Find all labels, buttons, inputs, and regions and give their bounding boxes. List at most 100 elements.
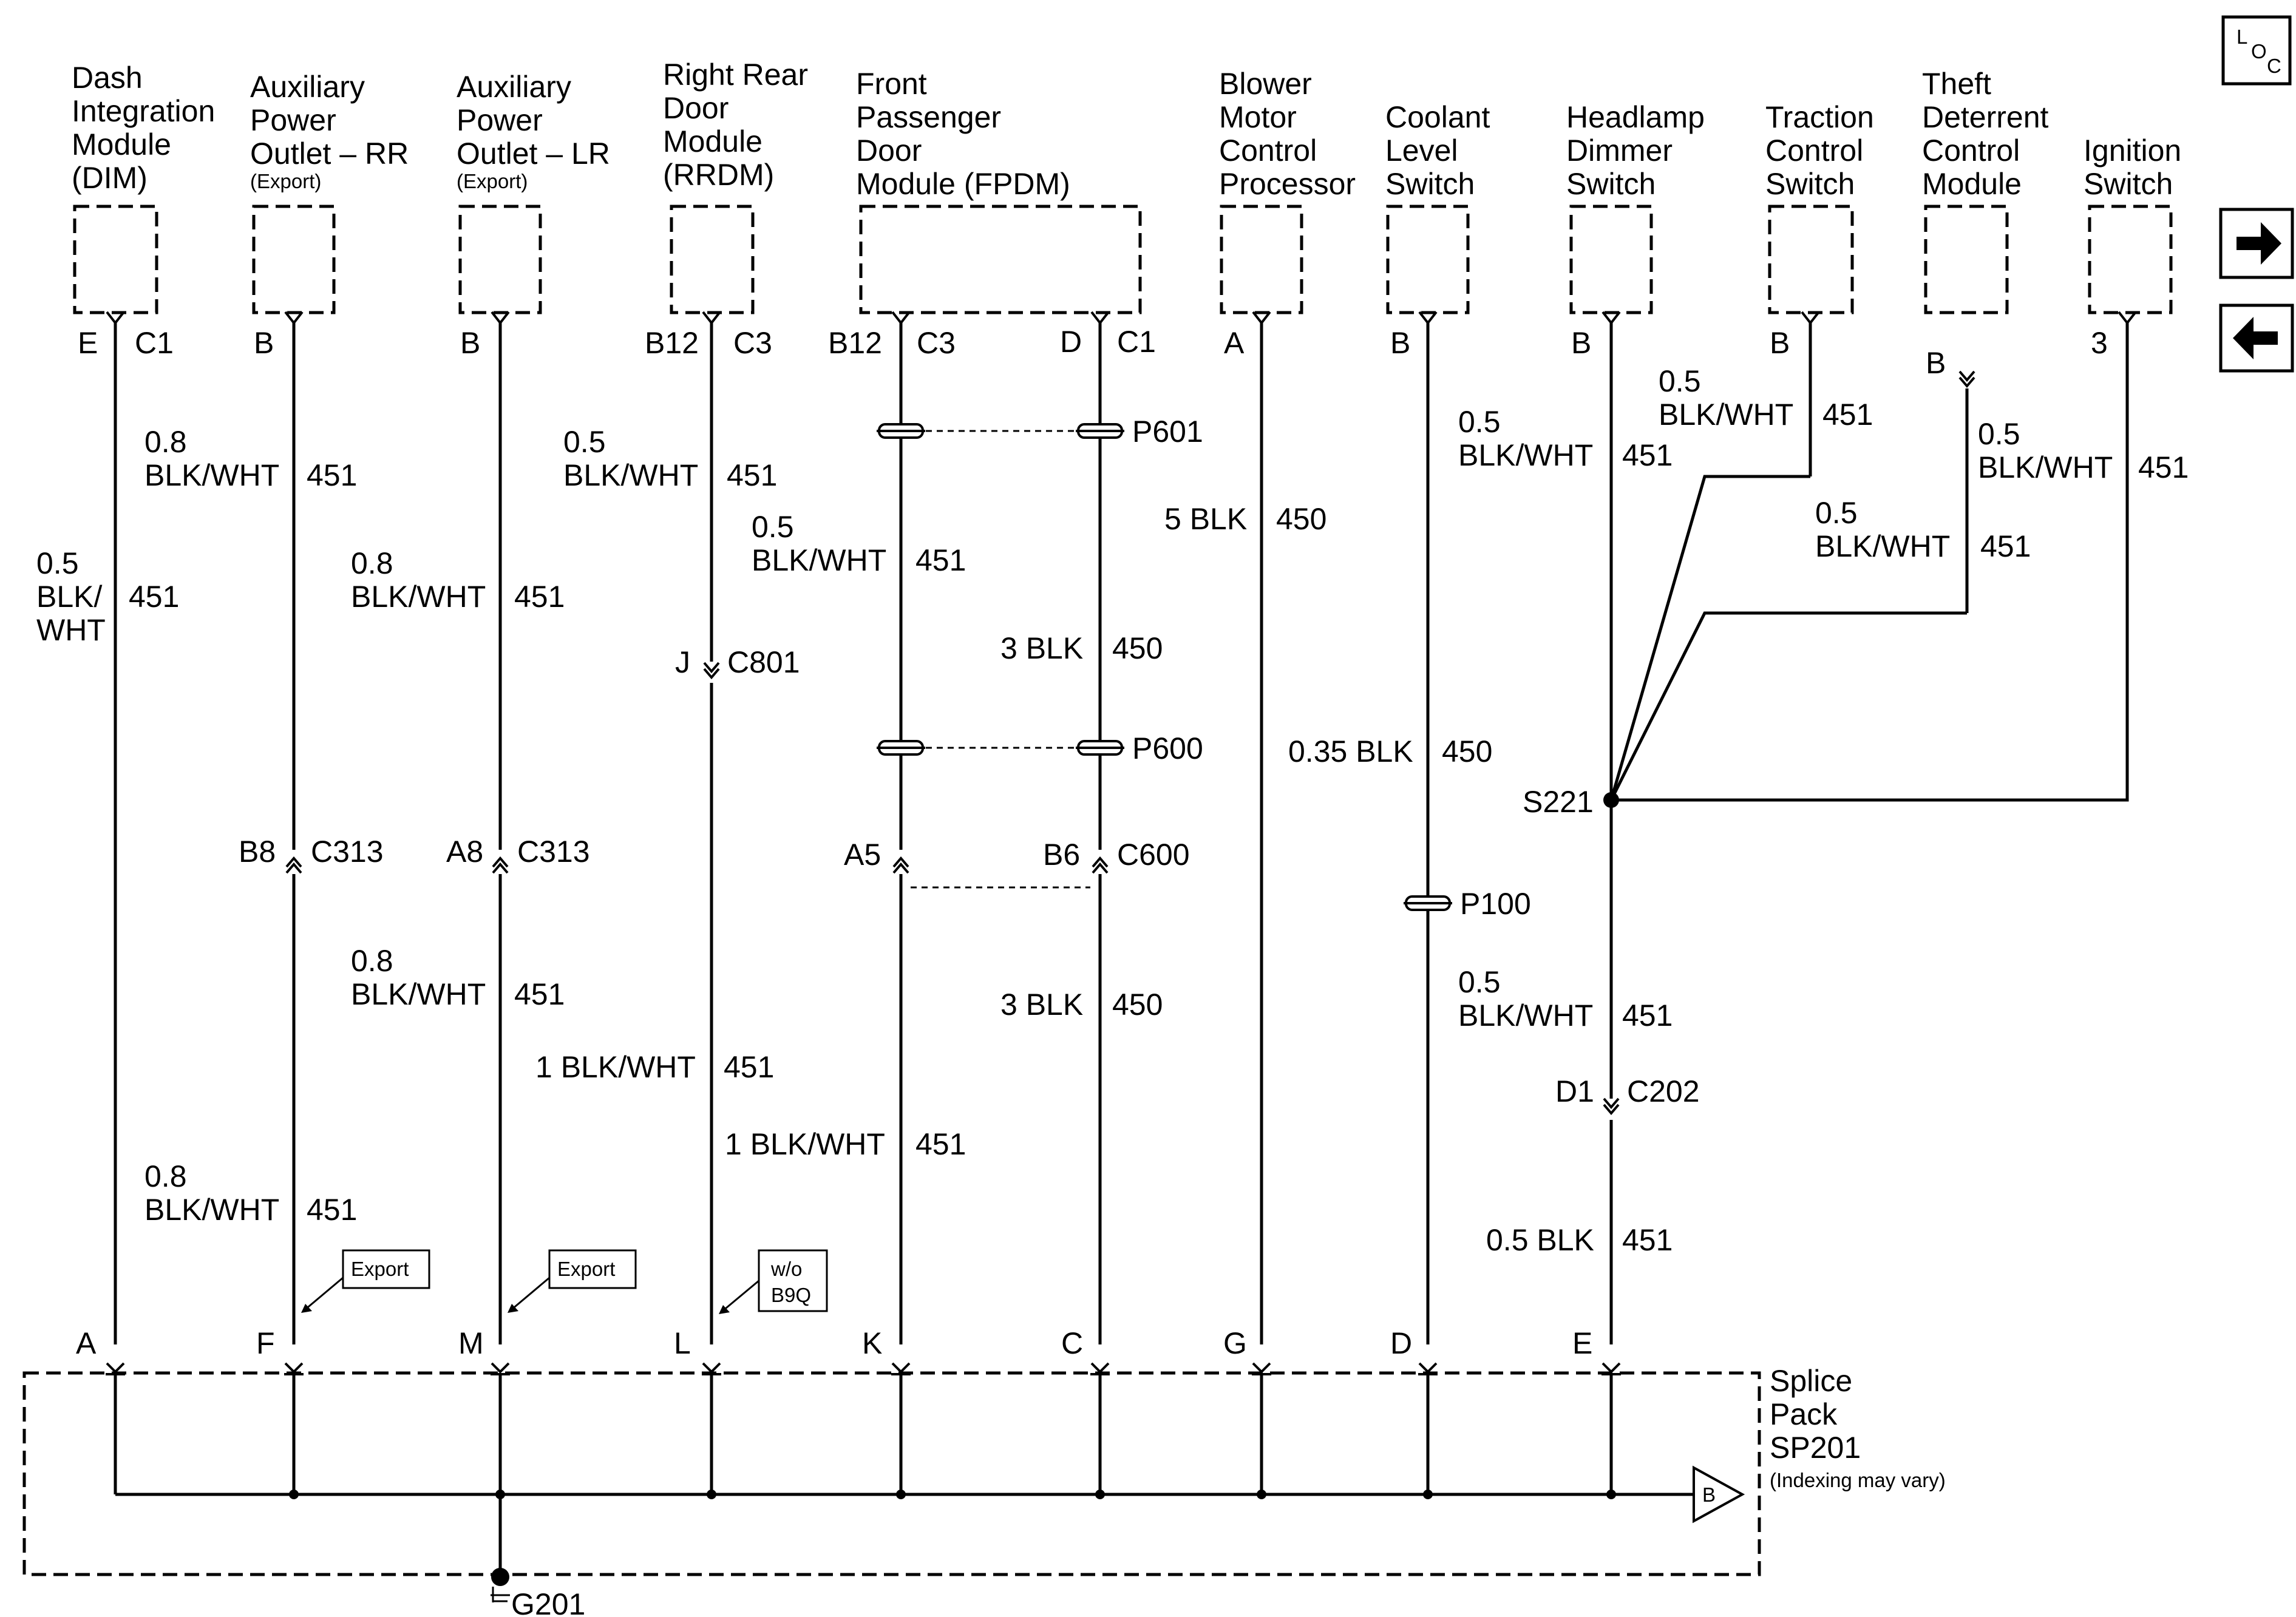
svg-text:0.5: 0.5: [563, 425, 606, 459]
component-label-theft: Theft Deterrent Control Module: [1922, 67, 2049, 201]
wire-labels: 0.5 BLK/ WHT 451 0.8 BLK/WHT 451 0.8 BLK…: [36, 364, 2189, 1257]
svg-text:B: B: [1571, 326, 1591, 360]
connector-labels: P601 P600 P100 J C801 B8 C313 A8 C313 A5…: [239, 415, 1700, 1108]
svg-text:Theft: Theft: [1922, 67, 1991, 101]
svg-text:451: 451: [1822, 398, 1873, 432]
svg-text:451: 451: [1622, 438, 1673, 472]
svg-text:C202: C202: [1627, 1074, 1700, 1108]
svg-text:B: B: [460, 326, 480, 360]
svg-text:3 BLK: 3 BLK: [1000, 988, 1083, 1022]
svg-text:C1: C1: [1117, 325, 1156, 359]
svg-text:B9Q: B9Q: [771, 1284, 811, 1306]
splice-pack-label: Splice Pack SP201 (Indexing may vary): [1770, 1364, 1946, 1491]
svg-text:G: G: [1223, 1326, 1247, 1360]
svg-text:Right Rear: Right Rear: [663, 58, 808, 92]
component-box-apo-rr: [252, 205, 336, 314]
svg-text:A: A: [1224, 326, 1245, 360]
svg-text:1 BLK/WHT: 1 BLK/WHT: [725, 1127, 885, 1161]
svg-text:BLK/WHT: BLK/WHT: [752, 543, 886, 577]
svg-text:B: B: [1926, 346, 1946, 380]
svg-text:450: 450: [1442, 734, 1492, 768]
svg-text:SP201: SP201: [1770, 1431, 1861, 1465]
svg-text:C600: C600: [1117, 838, 1190, 872]
svg-text:J: J: [675, 645, 690, 679]
svg-text:Switch: Switch: [2084, 167, 2173, 201]
svg-text:451: 451: [915, 543, 966, 577]
component-label-blower: Blower Motor Control Processor: [1219, 67, 1356, 201]
svg-text:1 BLK/WHT: 1 BLK/WHT: [535, 1050, 696, 1084]
svg-text:450: 450: [1112, 988, 1163, 1022]
svg-text:451: 451: [724, 1050, 774, 1084]
splice-pins: A F M L K C G D E: [76, 1326, 1622, 1375]
svg-text:Door: Door: [856, 134, 922, 168]
svg-text:D: D: [1060, 325, 1082, 359]
component-label-traction: Traction Control Switch: [1765, 100, 1874, 201]
svg-text:(Export): (Export): [457, 170, 528, 192]
svg-text:0.8: 0.8: [351, 944, 393, 978]
previous-page-button[interactable]: [2219, 303, 2294, 373]
svg-text:C313: C313: [311, 835, 384, 869]
component-box-coolant: [1386, 205, 1470, 314]
svg-text:A8: A8: [446, 835, 483, 869]
svg-text:Auxiliary: Auxiliary: [457, 70, 571, 104]
component-label-fpdm: Front Passenger Door Module (FPDM): [856, 67, 1070, 201]
svg-text:P600: P600: [1132, 731, 1203, 765]
svg-text:BLK/WHT: BLK/WHT: [563, 458, 698, 492]
component-box-headlamp: [1569, 205, 1653, 314]
svg-text:451: 451: [514, 580, 565, 614]
svg-text:451: 451: [129, 580, 179, 614]
svg-text:G201: G201: [511, 1587, 585, 1617]
component-label-headlamp: Headlamp Dimmer Switch: [1566, 100, 1705, 201]
svg-text:0.5: 0.5: [1815, 496, 1858, 530]
svg-text:5 BLK: 5 BLK: [1164, 502, 1247, 536]
svg-text:C801: C801: [727, 645, 800, 679]
svg-text:Dimmer: Dimmer: [1566, 134, 1673, 168]
callout-export-rr: Export: [301, 1249, 430, 1313]
svg-text:0.8: 0.8: [144, 425, 187, 459]
svg-text:B6: B6: [1043, 838, 1080, 872]
component-label-rrdm: Right Rear Door Module (RRDM): [663, 58, 808, 192]
svg-text:A: A: [76, 1326, 97, 1360]
svg-text:A5: A5: [844, 838, 881, 872]
svg-text:0.5: 0.5: [752, 510, 794, 544]
component-label-coolant: Coolant Level Switch: [1385, 100, 1490, 201]
svg-text:Control: Control: [1922, 134, 2020, 168]
component-label-ignition: Ignition Switch: [2084, 134, 2181, 201]
svg-text:Level: Level: [1385, 134, 1458, 168]
svg-text:BLK/WHT: BLK/WHT: [1659, 398, 1793, 432]
svg-text:P100: P100: [1460, 887, 1531, 921]
svg-text:(Export): (Export): [250, 170, 321, 192]
component-box-apo-lr: [458, 205, 542, 314]
svg-text:B: B: [1702, 1483, 1716, 1506]
svg-text:450: 450: [1112, 631, 1163, 665]
svg-text:Ignition: Ignition: [2084, 134, 2181, 168]
svg-text:451: 451: [727, 458, 777, 492]
svg-text:Pack: Pack: [1770, 1397, 1838, 1431]
component-box-rrdm: [670, 205, 755, 314]
callout-w-o-b9q: w/o B9Q: [719, 1249, 828, 1314]
svg-text:BLK/WHT: BLK/WHT: [1978, 450, 2113, 484]
svg-text:451: 451: [2138, 450, 2189, 484]
svg-text:Power: Power: [250, 103, 336, 137]
svg-text:Module: Module: [1922, 167, 2022, 201]
splice-pack-box: [22, 1371, 1761, 1576]
svg-text:Door: Door: [663, 91, 729, 125]
svg-text:Outlet – LR: Outlet – LR: [457, 137, 610, 171]
svg-text:451: 451: [915, 1127, 966, 1161]
svg-text:450: 450: [1276, 502, 1326, 536]
svg-text:BLK/WHT: BLK/WHT: [351, 977, 486, 1011]
svg-text:0.5: 0.5: [1458, 405, 1501, 439]
svg-text:B: B: [1770, 326, 1790, 360]
svg-text:0.8: 0.8: [351, 546, 393, 580]
svg-text:B: B: [254, 326, 274, 360]
location-button[interactable]: L O C: [2221, 15, 2292, 86]
svg-text:E: E: [78, 326, 98, 360]
svg-text:451: 451: [1622, 998, 1673, 1032]
svg-text:451: 451: [514, 977, 565, 1011]
svg-text:Control: Control: [1219, 134, 1317, 168]
svg-text:B8: B8: [239, 835, 276, 869]
svg-text:451: 451: [307, 458, 357, 492]
terminal-labels: E C1 B B B12 C3 B12 C3 D C1 A B B B B 3: [78, 325, 2108, 380]
svg-text:Switch: Switch: [1566, 167, 1656, 201]
next-page-button[interactable]: [2219, 208, 2294, 279]
